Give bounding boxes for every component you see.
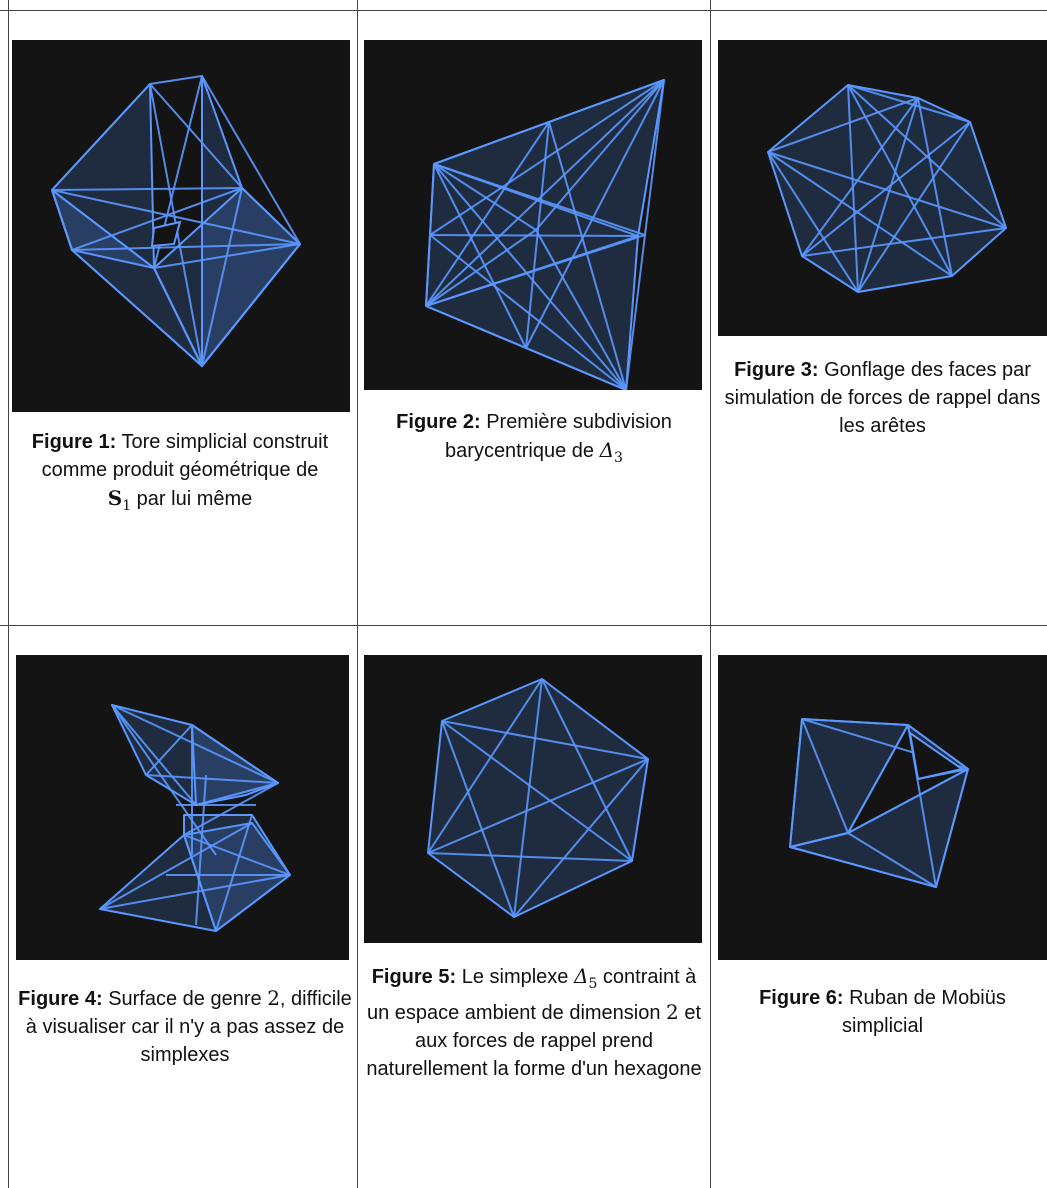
figure-6-image [718,655,1047,960]
figure-1-label: Figure 1: [31,431,117,453]
figure-2-image [364,40,702,390]
figure-4-label: Figure 4: [18,988,103,1010]
math-number: 2 [267,986,280,1010]
math-subscript: 5 [588,976,598,992]
figure-5-image [364,655,702,943]
math-symbol: S [107,486,123,510]
figure-2-label: Figure 2: [396,411,481,433]
barycentric-mesh [425,79,665,390]
caption-text: Le simplexe [461,966,574,988]
figure-2-caption: Figure 2: Première subdivision barycentr… [364,408,704,472]
caption-text: Ruban de Mobiüs simplicial [841,987,1006,1037]
table-row-divider [0,625,1047,626]
table-border-top [0,10,1047,11]
caption-text: Surface de genre [108,988,268,1010]
torus-mesh [50,74,302,368]
table-border-left [8,0,9,1188]
figure-4-image [16,655,349,960]
math-symbol: Δ [599,438,615,462]
table-divider-2 [710,0,711,1188]
math-subscript: 3 [614,450,623,466]
figure-5-caption: Figure 5: Le simplexe Δ5 contraint à un … [364,962,704,1083]
mobius-mesh [788,718,970,889]
genus-2-mesh [99,704,291,932]
caption-text: contraint à un espace ambient de dimensi… [366,966,697,1024]
figure-4-caption: Figure 4: Surface de genre 2, difficile … [16,984,354,1069]
figure-5-label: Figure 5: [371,966,457,988]
figure-6-caption: Figure 6: Ruban de Mobiüs simplicial [718,984,1047,1040]
caption-text: Gonflage des faces par simulation de for… [724,359,1041,437]
figure-3-image [718,40,1047,336]
hexagon-simplex [427,678,649,918]
figure-3-caption: Figure 3: Gonflage des faces par simulat… [718,356,1047,440]
figure-1-caption: Figure 1: Tore simplicial construit comm… [30,428,330,520]
math-number: 2 [666,1000,679,1024]
inflated-mesh [767,84,1007,293]
caption-text: par lui même [131,488,253,510]
caption-text: Tore simplicial construit comme produit … [41,431,329,481]
figure-6-label: Figure 6: [759,987,844,1009]
figure-1-image [12,40,350,412]
math-symbol: Δ [573,964,589,988]
table-divider-1 [357,0,358,1188]
math-subscript: 1 [122,498,132,514]
caption-text: , difficile à visualiser car il n'y a pa… [25,988,352,1066]
caption-text: Première subdivision barycentrique de [445,411,672,462]
caption-text: et aux forces de rappel prend naturellem… [366,1002,702,1080]
figure-3-label: Figure 3: [734,359,819,381]
